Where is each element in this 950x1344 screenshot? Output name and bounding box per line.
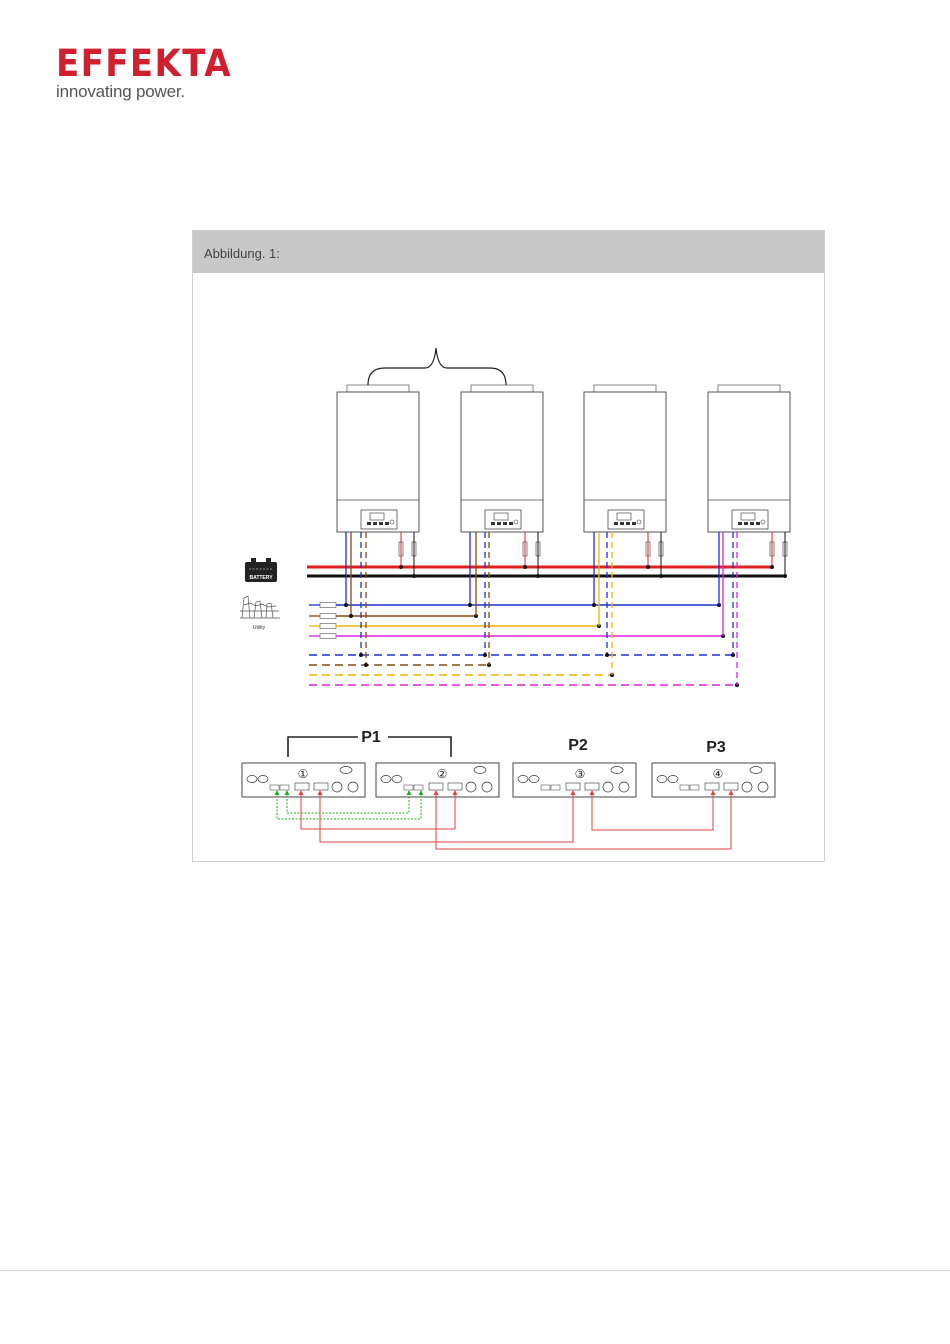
inverter-unit (337, 385, 419, 556)
junction-dot (592, 603, 596, 607)
parallel-comm-wire (592, 792, 713, 830)
terminal-block (320, 603, 336, 608)
junction-dot (646, 565, 650, 569)
battery-label: BATTERY (249, 575, 273, 581)
utility-label: Utility (253, 625, 266, 631)
rear-panels (242, 763, 775, 849)
junction-dot (359, 653, 363, 657)
junction-dot (349, 614, 353, 618)
junction-dot (468, 603, 472, 607)
junction-dot (412, 574, 416, 578)
group-label-p2: P2 (568, 737, 588, 754)
parallel-comm-wire (320, 792, 573, 842)
junction-dot (659, 574, 663, 578)
terminal-block (320, 634, 336, 639)
inverter-units (337, 385, 790, 556)
terminal-block (320, 614, 336, 619)
inverter-unit (708, 385, 790, 556)
junction-dot (536, 574, 540, 578)
terminal-block (320, 624, 336, 629)
junction-dot (605, 653, 609, 657)
footer-divider (0, 1270, 950, 1271)
junction-dot (783, 574, 787, 578)
unit-label-4: ④ (713, 767, 724, 781)
group-label-p1: P1 (361, 729, 381, 746)
unit-label-1: ① (298, 767, 309, 781)
junction-dot (364, 663, 368, 667)
inverter-unit (584, 385, 666, 556)
parallel-comm-wire (436, 792, 731, 849)
junction-dot (483, 653, 487, 657)
junction-dot (399, 565, 403, 569)
junction-dot (770, 565, 774, 569)
p1-brace (368, 348, 506, 385)
utility-icon (240, 596, 280, 618)
wiring-lines (307, 532, 787, 687)
parallel-comm-wire (301, 792, 455, 829)
junction-dot (344, 603, 348, 607)
group-label-p3: P3 (706, 739, 726, 756)
unit-label-3: ③ (575, 767, 586, 781)
unit-label-2: ② (437, 767, 448, 781)
inverter-unit (461, 385, 543, 556)
junction-dot (523, 565, 527, 569)
